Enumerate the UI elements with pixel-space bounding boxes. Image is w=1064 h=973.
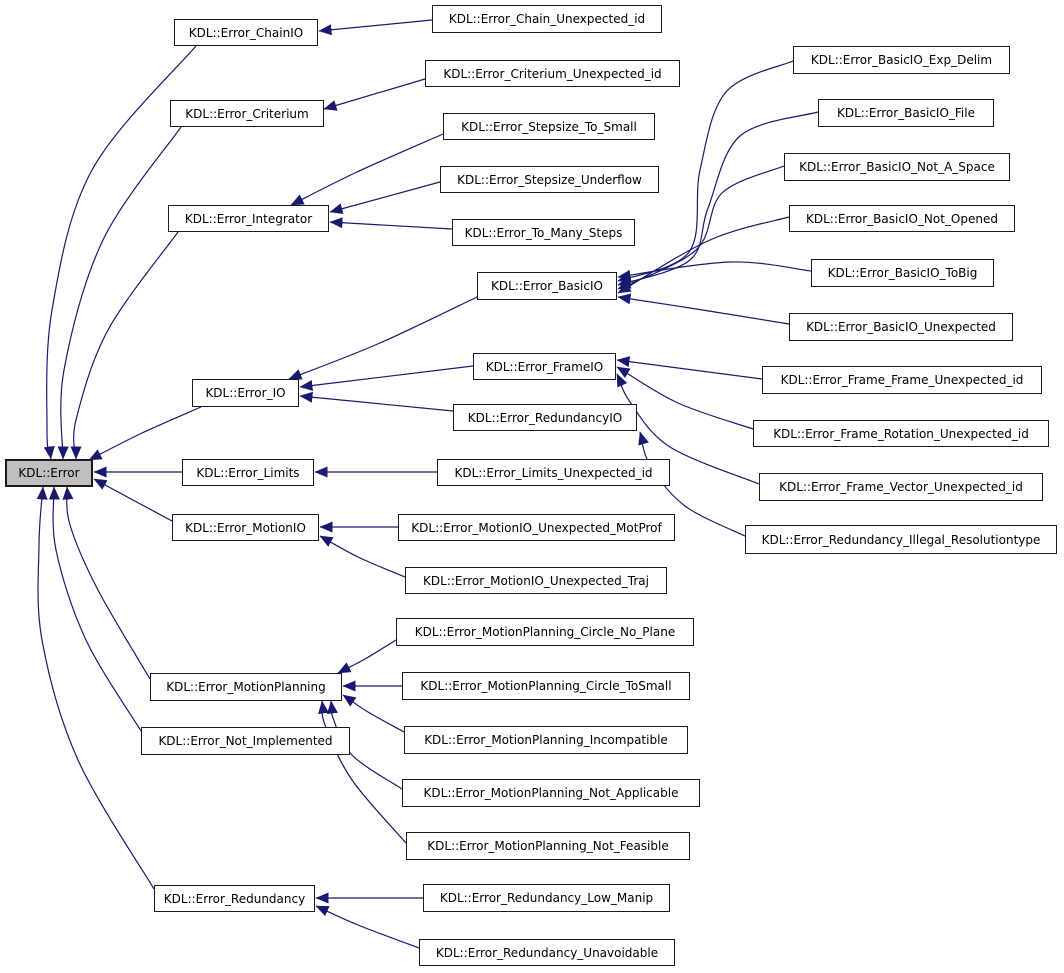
class-node-criterium[interactable]: KDL::Error_Criterium <box>170 100 324 127</box>
inheritance-edge-mp_incompatible-to-motionplanning <box>342 694 405 733</box>
class-node-motionplanning[interactable]: KDL::Error_MotionPlanning <box>150 673 342 701</box>
inheritance-edge-not_implemented-to-error <box>48 486 142 732</box>
inheritance-edge-frame_frame_unexpected_id-to-frameio <box>616 356 763 380</box>
class-node-mp_incompatible[interactable]: KDL::Error_MotionPlanning_Incompatible <box>404 726 688 754</box>
class-node-frame_frame_unexpected_id[interactable]: KDL::Error_Frame_Frame_Unexpected_id <box>762 366 1042 394</box>
class-node-basicio_unexpected[interactable]: KDL::Error_BasicIO_Unexpected <box>789 313 1013 341</box>
inheritance-edge-redundancy-to-error <box>36 486 155 890</box>
inheritance-edge-basicio_not_a_space-to-basicio <box>617 165 785 290</box>
inheritance-edge-basicio-to-io <box>288 296 478 380</box>
class-node-redundancy_unavoidable[interactable]: KDL::Error_Redundancy_Unavoidable <box>419 939 675 966</box>
class-node-to_many_steps[interactable]: KDL::Error_To_Many_Steps <box>452 219 635 246</box>
class-node-basicio[interactable]: KDL::Error_BasicIO <box>477 272 617 300</box>
class-node-limits_unexpected_id[interactable]: KDL::Error_Limits_Unexpected_id <box>437 459 670 486</box>
inheritance-edge-io-to-error <box>88 406 202 461</box>
class-node-stepsize_to_small[interactable]: KDL::Error_Stepsize_To_Small <box>443 113 655 140</box>
class-node-motionio_unexpected_traj[interactable]: KDL::Error_MotionIO_Unexpected_Traj <box>405 567 667 594</box>
class-node-basicio_not_a_space[interactable]: KDL::Error_BasicIO_Not_A_Space <box>784 153 1010 181</box>
class-node-limits[interactable]: KDL::Error_Limits <box>182 459 314 486</box>
class-node-chainio[interactable]: KDL::Error_ChainIO <box>174 19 318 46</box>
inheritance-edge-redundancy_illegal_resolutiontype-to-redundancyio <box>638 431 746 537</box>
inheritance-edge-basicio_not_opened-to-basicio <box>617 216 790 294</box>
inheritance-edge-frame_vector_unexpected_id-to-frameio <box>616 373 760 485</box>
inheritance-edge-mp_not_feasible-to-motionplanning <box>318 700 407 844</box>
class-node-frame_rotation_unexpected_id[interactable]: KDL::Error_Frame_Rotation_Unexpected_id <box>753 420 1049 447</box>
class-node-frame_vector_unexpected_id[interactable]: KDL::Error_Frame_Vector_Unexpected_id <box>759 473 1043 501</box>
inheritance-edge-basicio_exp_delim-to-basicio <box>617 60 794 282</box>
class-node-io[interactable]: KDL::Error_IO <box>192 379 299 407</box>
inheritance-edge-stepsize_underflow-to-integrator <box>329 181 441 215</box>
class-node-redundancyio[interactable]: KDL::Error_RedundancyIO <box>453 404 637 431</box>
inheritance-edge-stepsize_to_small-to-integrator <box>290 133 444 206</box>
class-node-error[interactable]: KDL::Error <box>5 459 93 487</box>
inheritance-edge-frameio-to-io <box>299 365 474 391</box>
inheritance-edge-motionio-to-error <box>93 478 173 522</box>
class-node-redundancy_low_manip[interactable]: KDL::Error_Redundancy_Low_Manip <box>423 884 670 912</box>
class-node-motionio[interactable]: KDL::Error_MotionIO <box>172 514 319 541</box>
class-node-motionio_unexpected_motprof[interactable]: KDL::Error_MotionIO_Unexpected_MotProf <box>398 514 675 541</box>
inheritance-edge-basicio_unexpected-to-basicio <box>617 293 790 325</box>
inheritance-edge-mp_circle_no_plane-to-motionplanning <box>337 639 397 674</box>
class-node-mp_circle_tosmall[interactable]: KDL::Error_MotionPlanning_Circle_ToSmall <box>402 672 690 700</box>
class-node-basicio_tobig[interactable]: KDL::Error_BasicIO_ToBig <box>811 259 994 287</box>
class-node-basicio_exp_delim[interactable]: KDL::Error_BasicIO_Exp_Delim <box>793 46 1010 74</box>
inheritance-edge-integrator-to-error <box>70 231 179 460</box>
inheritance-edge-chainio-to-error <box>43 45 197 460</box>
class-node-basicio_not_opened[interactable]: KDL::Error_BasicIO_Not_Opened <box>789 205 1015 232</box>
class-node-integrator[interactable]: KDL::Error_Integrator <box>168 205 329 232</box>
class-node-mp_not_applicable[interactable]: KDL::Error_MotionPlanning_Not_Applicable <box>402 779 700 807</box>
class-node-criterium_unexpected_id[interactable]: KDL::Error_Criterium_Unexpected_id <box>425 60 680 87</box>
inheritance-edge-redundancyio-to-io <box>299 391 454 412</box>
class-node-mp_circle_no_plane[interactable]: KDL::Error_MotionPlanning_Circle_No_Plan… <box>396 618 694 646</box>
inheritance-edge-chain_unexpected_id-to-chainio <box>318 19 433 36</box>
inheritance-edge-criterium_unexpected_id-to-criterium <box>323 78 426 111</box>
class-node-frameio[interactable]: KDL::Error_FrameIO <box>473 353 616 380</box>
class-node-basicio_file[interactable]: KDL::Error_BasicIO_File <box>818 99 994 127</box>
inheritance-edge-criterium-to-error <box>57 126 182 460</box>
class-node-redundancy_illegal_resolutiontype[interactable]: KDL::Error_Redundancy_Illegal_Resolution… <box>745 525 1057 554</box>
inheritance-edge-basicio_file-to-basicio <box>617 111 819 287</box>
inheritance-edge-motionio_unexpected_traj-to-motionio <box>319 535 406 578</box>
class-node-chain_unexpected_id[interactable]: KDL::Error_Chain_Unexpected_id <box>432 5 662 33</box>
inheritance-edge-motionplanning-to-error <box>62 486 151 680</box>
class-node-stepsize_underflow[interactable]: KDL::Error_Stepsize_Underflow <box>440 166 659 193</box>
class-node-not_implemented[interactable]: KDL::Error_Not_Implemented <box>141 727 350 755</box>
class-node-redundancy[interactable]: KDL::Error_Redundancy <box>154 885 315 912</box>
class-node-mp_not_feasible[interactable]: KDL::Error_MotionPlanning_Not_Feasible <box>406 832 690 860</box>
inheritance-edge-basicio_tobig-to-basicio <box>617 261 812 281</box>
inheritance-edge-redundancy_unavoidable-to-redundancy <box>315 905 420 949</box>
inheritance-edge-to_many_steps-to-integrator <box>329 217 453 230</box>
inheritance-edge-frame_rotation_unexpected_id-to-frameio <box>616 366 754 430</box>
